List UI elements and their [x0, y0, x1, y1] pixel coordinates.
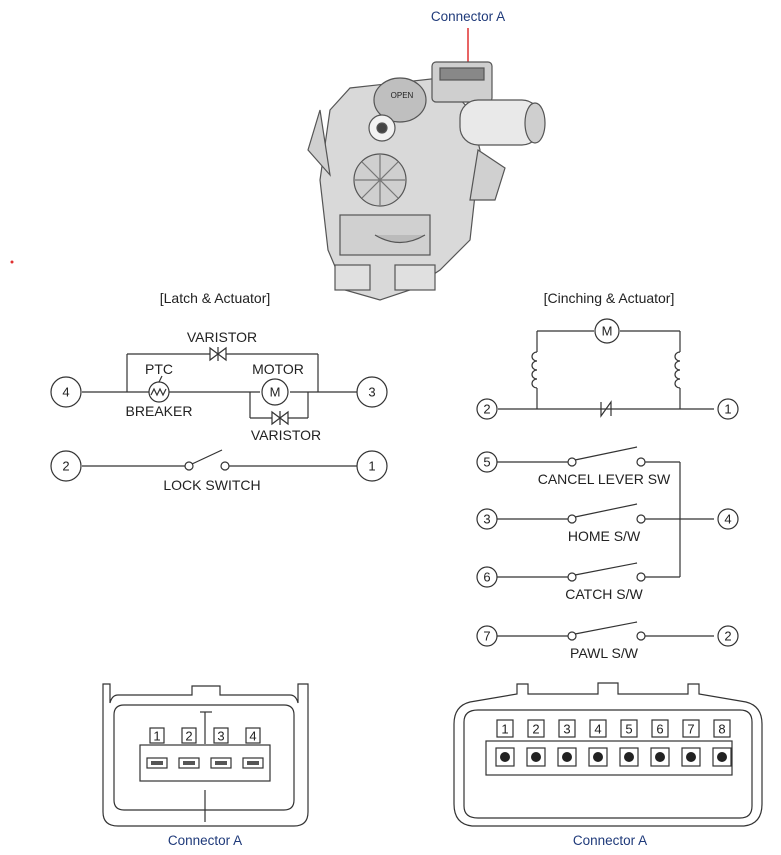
- cinching-switch-circuits: 5 CANCEL LEVER SW 3 4 HOME S/W 6 CATCH S…: [476, 446, 739, 661]
- connector-pin-label: 4: [594, 722, 601, 737]
- svg-text:OPEN: OPEN: [391, 91, 414, 100]
- motor-label: MOTOR: [252, 361, 304, 377]
- pin-number-box: [620, 719, 638, 738]
- cinching-actuator-title: [Cinching & Actuator]: [544, 290, 675, 306]
- pin-number-box: [181, 727, 197, 744]
- connector-a-4pin: 1 2 3 4: [102, 683, 309, 827]
- pin-terminal-core: [215, 761, 227, 765]
- pin-circle: [356, 376, 388, 408]
- pin-number: 2: [483, 402, 490, 417]
- pin-terminal-core: [500, 752, 510, 762]
- svg-text:M: M: [270, 385, 281, 400]
- catch-switch-label: CATCH S/W: [565, 586, 643, 602]
- pin-number-box: [496, 719, 514, 738]
- varistor-top-label: VARISTOR: [187, 329, 257, 345]
- pin-terminal-core: [624, 752, 634, 762]
- home-switch-label: HOME S/W: [568, 528, 641, 544]
- pin-number: 1: [724, 402, 731, 417]
- pin-circle: [50, 376, 82, 408]
- pin-terminal-core: [686, 752, 696, 762]
- cinching-motor-circuit: M 2 1: [476, 318, 739, 420]
- pin-number: 1: [368, 459, 375, 474]
- pin-number-box: [149, 727, 165, 744]
- stray-red-dot: [10, 260, 14, 264]
- cancel-lever-switch-label: CANCEL LEVER SW: [538, 471, 671, 487]
- breaker-label: BREAKER: [126, 403, 193, 419]
- pin-number-box: [651, 719, 669, 738]
- pin-number-box: [713, 719, 731, 738]
- pin-number-box: [245, 727, 261, 744]
- connector-pin-label: 3: [563, 722, 570, 737]
- pin-terminal-core: [717, 752, 727, 762]
- lock-switch-circuit: 2 1 LOCK SWITCH: [50, 449, 388, 493]
- connector-pin-label: 3: [217, 729, 224, 744]
- pin-number: 3: [483, 512, 490, 527]
- pin-terminal-core: [247, 761, 259, 765]
- varistor-bottom-symbol: [271, 410, 289, 426]
- pin-number: 3: [368, 385, 375, 400]
- svg-text:M: M: [602, 324, 613, 339]
- coil-right-icon: [674, 351, 681, 389]
- pin-terminal-core: [562, 752, 572, 762]
- latch-motor-symbol: M: [261, 378, 289, 406]
- coil-left-icon: [531, 351, 538, 389]
- connector-a-right-label: Connector A: [573, 833, 647, 848]
- diode-symbol: [600, 400, 612, 418]
- connector-pin-label: 6: [656, 722, 663, 737]
- connector-pin-label: 4: [249, 729, 256, 744]
- lock-switch-label: LOCK SWITCH: [163, 477, 260, 493]
- pin-number: 5: [483, 455, 490, 470]
- pin-number-box: [213, 727, 229, 744]
- pin-number: 2: [724, 629, 731, 644]
- pin-terminal-core: [531, 752, 541, 762]
- connector-a-8pin: 1 2 3 4 5 6 7 8: [453, 682, 763, 827]
- pin-number: 7: [483, 629, 490, 644]
- connector-a-left-label: Connector A: [168, 833, 242, 848]
- pin-number: 4: [62, 385, 69, 400]
- connector-pin-label: 5: [625, 722, 632, 737]
- connector-pin-label: 8: [718, 722, 725, 737]
- varistor-bottom-label: VARISTOR: [251, 427, 321, 443]
- pin-number: 6: [483, 570, 490, 585]
- ptc-label: PTC: [145, 361, 173, 377]
- latch-motor-circuit: M VARISTOR PTC BREAKER MOTOR VARISTOR 4 …: [50, 329, 388, 443]
- latch-actuator-illustration: OPEN: [307, 61, 546, 301]
- pin-number-box: [558, 719, 576, 738]
- connector-pin-label: 1: [153, 729, 160, 744]
- pin-terminal-core: [151, 761, 163, 765]
- connector-pin-label: 2: [532, 722, 539, 737]
- pin-number-box: [589, 719, 607, 738]
- latch-actuator-title: [Latch & Actuator]: [160, 290, 271, 306]
- connector-a-top-label: Connector A: [431, 9, 505, 24]
- varistor-top-symbol: [209, 346, 227, 362]
- pin-terminal-core: [183, 761, 195, 765]
- pin-number: 2: [62, 459, 69, 474]
- pin-number-box: [527, 719, 545, 738]
- pawl-switch-label: PAWL S/W: [570, 645, 639, 661]
- cinching-motor-symbol: M: [594, 318, 620, 344]
- ptc-breaker-symbol: [148, 375, 170, 403]
- connector-pin-label: 1: [501, 722, 508, 737]
- connector-pin-label: 2: [185, 729, 192, 744]
- pin-terminal-core: [593, 752, 603, 762]
- pin-number-box: [682, 719, 700, 738]
- connector-pin-label: 7: [687, 722, 694, 737]
- pin-number: 4: [724, 512, 731, 527]
- pin-terminal-core: [655, 752, 665, 762]
